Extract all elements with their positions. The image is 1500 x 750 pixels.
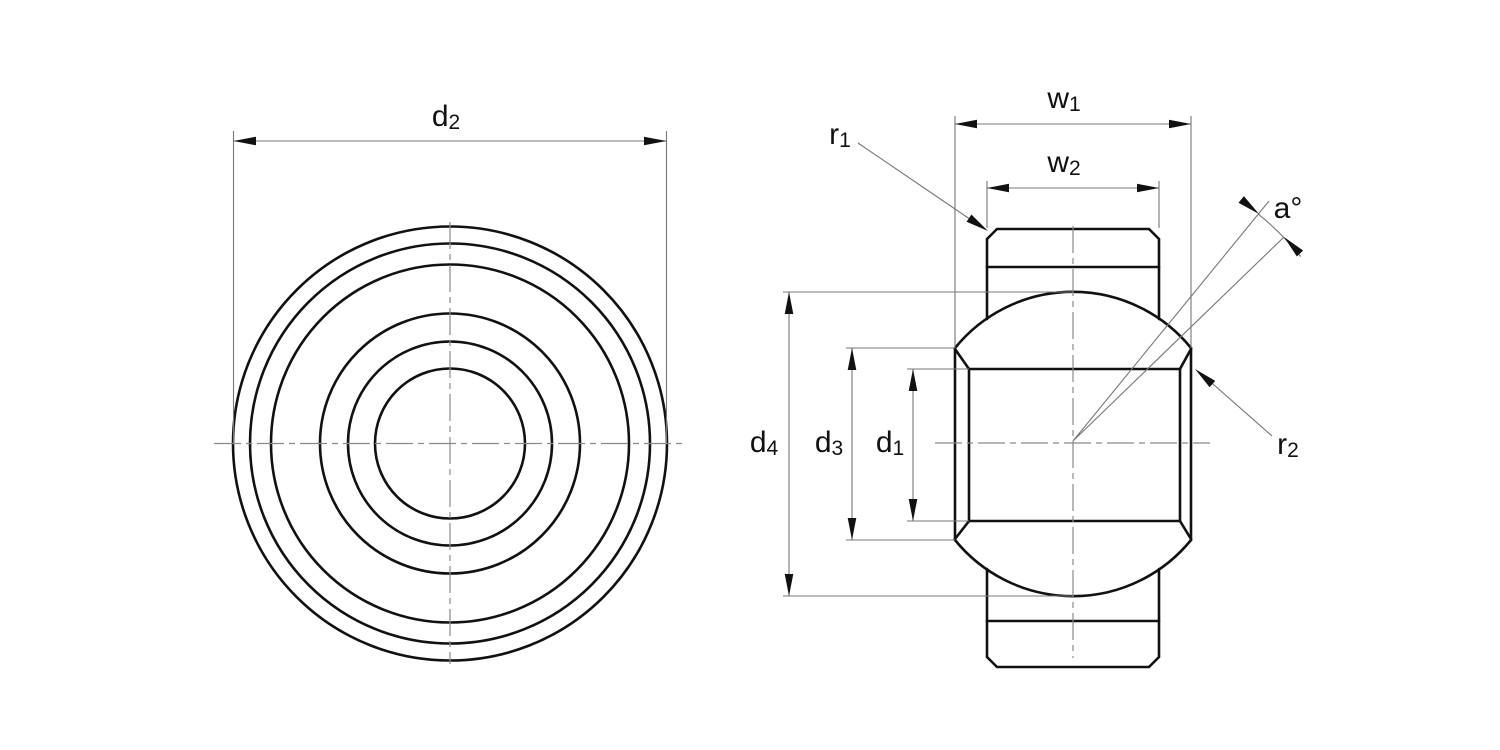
d4-dimension: [783, 291, 1073, 597]
inner-ring-bore-lines: [967, 367, 1182, 523]
d2-arrow-right: [644, 136, 667, 146]
front-view-centerlines: [214, 222, 686, 664]
angle-arc: [1258, 213, 1302, 257]
d3-dimension: [846, 347, 955, 541]
r1-arrowhead: [966, 214, 988, 231]
w1-label-sub: 1: [1068, 93, 1081, 116]
w1-arrow-left: [955, 119, 977, 129]
outer-ring-bottom: [985, 567, 1161, 669]
w2-arrow-left: [987, 183, 1009, 193]
w1-label-main: w: [1047, 82, 1069, 115]
r2-label-sub: 2: [1287, 439, 1299, 462]
angle-label-main: a°: [1273, 192, 1303, 225]
d4-extension-lines: [783, 291, 1073, 597]
d1-label-sub: 1: [892, 437, 905, 460]
r2-leader: [1195, 369, 1273, 437]
d1-arrow-bottom: [908, 499, 918, 521]
d4-arrow-bottom: [784, 574, 794, 596]
d1-dimension: [907, 368, 969, 522]
w2-dimension: [986, 181, 1160, 228]
w2-arrow-right: [1137, 183, 1159, 193]
d3-arrow-bottom: [847, 518, 857, 540]
w2-label-sub: 2: [1068, 157, 1081, 180]
d4-label-sub: 4: [766, 437, 779, 460]
d4-arrow-top: [784, 292, 794, 314]
d3-arrow-top: [847, 348, 857, 370]
w2-label-main: w: [1047, 146, 1069, 179]
angle-dimension: [1072, 196, 1304, 442]
d2-label-sub: 2: [448, 111, 461, 134]
side-view-centerlines: [935, 226, 1210, 658]
r1-label-sub: 1: [839, 129, 851, 152]
d1-extension-lines: [907, 368, 969, 522]
w2-extension-lines: [986, 181, 1160, 228]
d3-extension-lines: [846, 347, 955, 541]
r2-arrowhead: [1195, 369, 1216, 388]
r1-leader-line: [857, 142, 981, 227]
d1-label-main: d: [875, 426, 893, 459]
d4-label-main: d: [749, 426, 767, 459]
r1-label-main: r: [829, 118, 840, 151]
r2-leader-line: [1204, 376, 1273, 437]
w1-arrow-right: [1169, 119, 1191, 129]
r2-label-main: r: [1277, 428, 1288, 461]
d1-arrow-top: [908, 369, 918, 391]
angle-arrow-lower: [1284, 237, 1304, 257]
d3-label-main: d: [814, 426, 832, 459]
d2-label-main: d: [431, 100, 449, 133]
inner-ring-side-faces: [953, 346, 1193, 542]
r1-leader: [857, 142, 988, 231]
angle-label: a°: [1274, 194, 1303, 224]
angle-side-lines: [1072, 200, 1285, 442]
d3-label-sub: 3: [831, 437, 844, 460]
inner-ring-bore-left: [953, 347, 971, 541]
d2-dimension: [232, 131, 668, 444]
inner-ring-bore-right: [1178, 347, 1193, 541]
angle-arrow-upper: [1238, 196, 1259, 214]
d2-extension-lines: [232, 131, 668, 444]
w1-extension-lines: [954, 116, 1192, 348]
d2-arrow-left: [233, 136, 256, 146]
w1-dimension: [954, 116, 1192, 348]
